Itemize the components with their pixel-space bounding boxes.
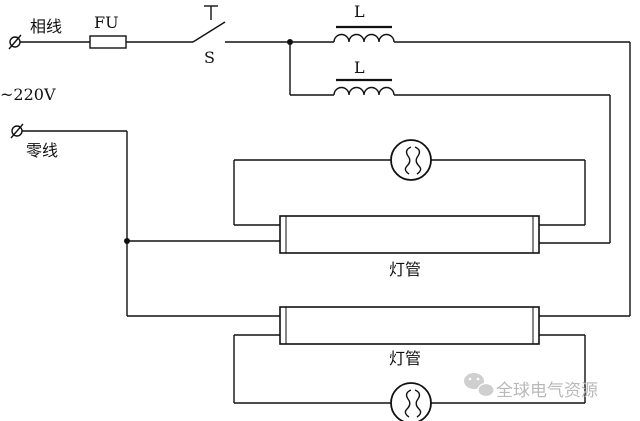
switch-symbol [192,5,226,43]
phase-terminal [8,34,22,50]
watermark: 全球电气资源 [464,373,598,401]
inductor-top-symbol [290,25,630,43]
phase-wire-label: 相线 [30,17,62,36]
starter-top-loop [233,159,586,226]
inductor-top-label: L [354,2,365,21]
fuse-label: FU [94,13,119,32]
tube-bottom-symbol [279,306,540,345]
switch-label: S [204,48,215,67]
starter-bottom-symbol [390,382,432,421]
starter-top-symbol [390,139,432,181]
neutral-line [22,130,280,317]
fuse-symbol [89,35,127,49]
neutral-terminal [10,123,24,139]
wechat-icon [464,373,495,398]
inductor-bottom-label: L [354,58,365,77]
junction-dot-neutral [124,238,130,244]
voltage-label: ~220V [0,85,56,104]
tube-top-label: 灯管 [389,260,421,279]
inductor-bottom-symbol [289,42,610,96]
tube-bottom-label: 灯管 [389,349,421,368]
watermark-text: 全球电气资源 [496,381,598,401]
neutral-wire-label: 零线 [26,141,58,160]
starter-bottom-loop [233,334,586,404]
right-return-wires [539,42,631,317]
tube-top-symbol [279,215,540,254]
